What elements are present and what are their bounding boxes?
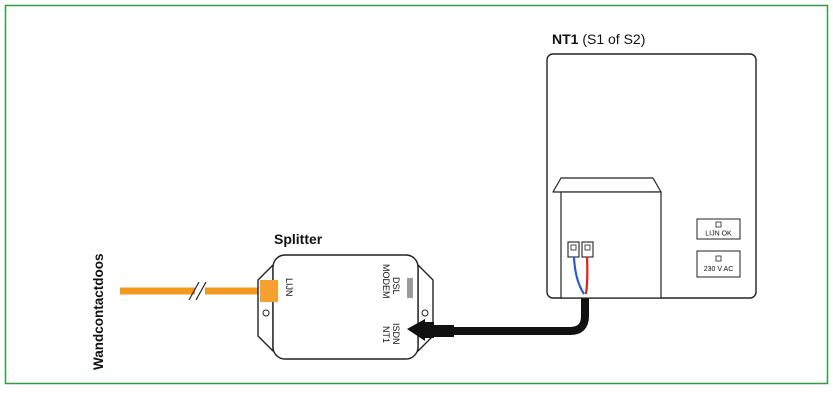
led-line-ok: LIJN OK: [696, 218, 741, 240]
port-isdn-label: ISDN: [391, 323, 401, 345]
splitter-body: [272, 254, 419, 360]
nt1-device: LIJN OK 230 V AC: [546, 53, 757, 299]
isdn-plug: [425, 322, 434, 338]
splitter-right-flange: [417, 264, 434, 352]
wire-blue: [572, 256, 585, 295]
dsl-modem-port: [407, 278, 413, 298]
wire-red: [584, 256, 589, 295]
lijn-plug: [260, 280, 278, 302]
nt1-label-suffix: (S1 of S2): [578, 31, 645, 47]
isdn-connector: [407, 319, 425, 341]
nt1-label-bold: NT1: [552, 31, 579, 47]
isdn-cable: [425, 292, 589, 338]
nt1-cover-flap: [552, 177, 662, 193]
wall-cable: [120, 281, 262, 301]
splitter-left-flange: [257, 264, 274, 352]
mounting-hole-right: [421, 309, 429, 317]
port-dsl-label: DSL: [391, 277, 401, 295]
nt1-label: NT1 (S1 of S2): [552, 31, 645, 47]
port-modem-label: MODEM: [381, 264, 391, 299]
wall-socket-label: Wandcontactdoos: [91, 254, 106, 371]
port-lijn-label: LIJN: [284, 278, 294, 297]
splitter-label: Splitter: [274, 231, 323, 247]
mounting-hole-left: [262, 309, 270, 317]
led-power: 230 V AC: [696, 250, 741, 278]
port-nt1-label: NT1: [381, 326, 391, 343]
led-power-label: 230 V AC: [704, 266, 734, 273]
isdn-plug-sleeve: [434, 325, 454, 337]
led-line-ok-label: LIJN OK: [705, 231, 732, 238]
splitter-device: LIJN DSL MODEM ISDN NT1: [257, 254, 434, 360]
